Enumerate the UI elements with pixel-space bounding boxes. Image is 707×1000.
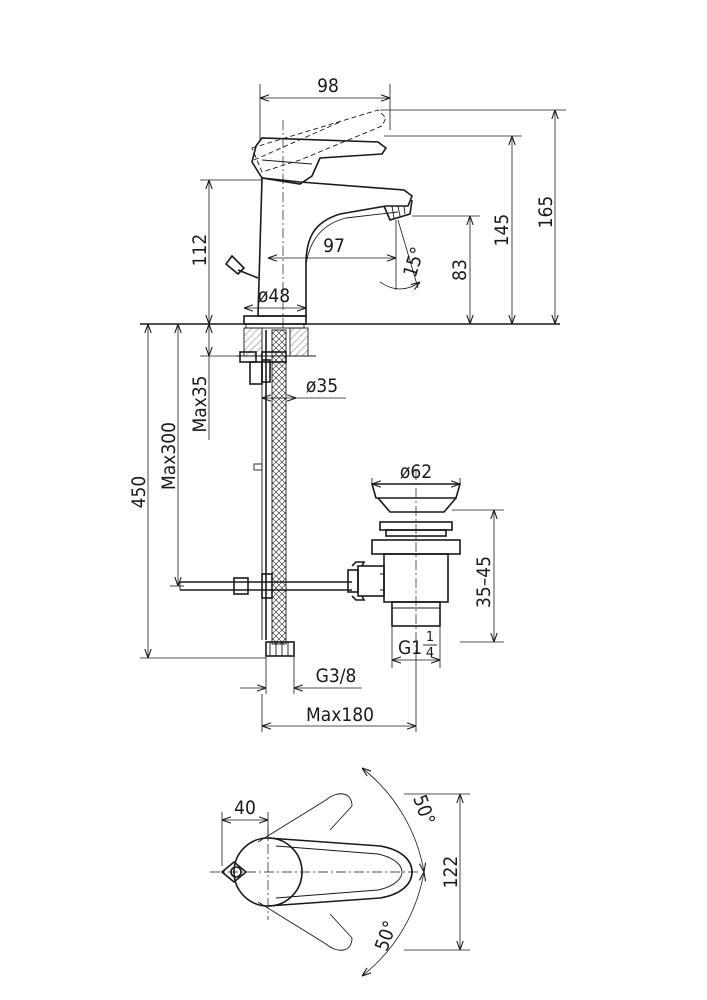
dim-spout-outlet-height: 83	[412, 215, 480, 324]
svg-text:15°: 15°	[399, 244, 429, 280]
svg-text:ø62: ø62	[400, 461, 432, 483]
dim-spout-reach-top: 98	[259, 75, 391, 140]
dim-base-diameter: ø48	[244, 285, 306, 308]
svg-text:50°: 50°	[371, 918, 402, 954]
svg-text:112: 112	[189, 234, 211, 267]
svg-text:Max180: Max180	[306, 704, 374, 726]
svg-text:35–45: 35–45	[473, 556, 495, 608]
dim-hose-thread: G3/8	[240, 656, 362, 694]
svg-text:98: 98	[317, 75, 339, 97]
dim-lever-offset: 40	[221, 797, 269, 866]
svg-text:50°: 50°	[408, 792, 439, 828]
svg-text:450: 450	[128, 476, 150, 509]
svg-text:165: 165	[535, 196, 557, 229]
dim-spout-height: 145	[384, 135, 522, 324]
dim-hose-length: 450	[128, 324, 266, 659]
svg-text:G3/8: G3/8	[316, 665, 357, 687]
dim-max-stud-length: Max300	[158, 323, 244, 587]
dim-lever-angle-bottom: 50°	[362, 872, 424, 976]
svg-text:83: 83	[449, 259, 471, 281]
dim-max-counter-thickness: Max35	[189, 324, 244, 440]
svg-text:G1: G1	[398, 637, 422, 659]
supply-hoses	[249, 329, 295, 657]
dim-waste-adjust-range: 35–45	[452, 509, 504, 643]
svg-text:ø35: ø35	[306, 375, 338, 397]
dim-mounting-hole: ø35	[262, 375, 346, 398]
dim-max-projection: Max180	[261, 652, 417, 732]
svg-text:145: 145	[491, 214, 513, 247]
svg-text:Max35: Max35	[189, 375, 211, 432]
svg-text:Max300: Max300	[158, 422, 180, 490]
waste-valve	[347, 470, 462, 652]
svg-text:ø48: ø48	[258, 285, 290, 307]
svg-text:1: 1	[426, 630, 434, 645]
svg-text:122: 122	[440, 856, 462, 889]
faucet-side-view	[224, 109, 413, 330]
svg-text:97: 97	[323, 235, 345, 257]
dim-body-height: 112	[189, 179, 262, 324]
svg-text:40: 40	[234, 797, 256, 819]
dim-lever-angle-top: 50°	[362, 768, 439, 872]
dim-waste-diameter: ø62	[371, 461, 461, 484]
svg-text:4: 4	[426, 646, 434, 661]
popup-rod	[179, 573, 352, 599]
dim-spout-angle: 15°	[379, 219, 429, 290]
dim-total-height: 165	[380, 109, 566, 324]
dim-top-view-width: 122	[404, 793, 470, 951]
dim-spout-reach: 97	[268, 235, 396, 258]
